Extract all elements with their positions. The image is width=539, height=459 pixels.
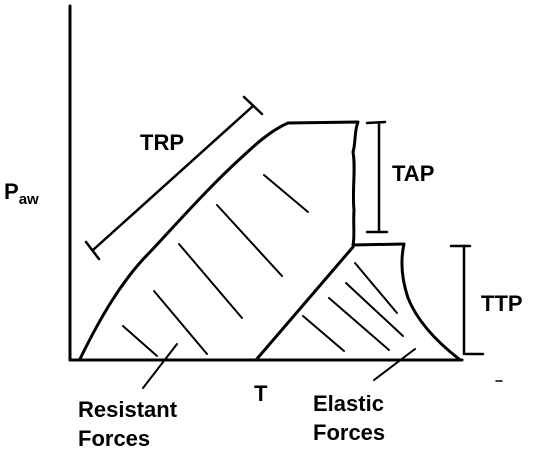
trp-bracket-end-lower bbox=[84, 240, 101, 261]
y-axis-label-subscript: aw bbox=[19, 191, 39, 208]
trp-label: TRP bbox=[140, 130, 184, 155]
hatch-line bbox=[178, 243, 243, 319]
elastic-pointer bbox=[373, 348, 416, 381]
y-axis-label: Paw bbox=[4, 179, 39, 208]
ttp-label: TTP bbox=[481, 291, 523, 316]
hatch-line bbox=[122, 325, 158, 357]
resistant-pointer bbox=[142, 343, 178, 389]
elastic-forces-label-line2: Forces bbox=[313, 420, 385, 445]
tap-bracket-top bbox=[365, 120, 387, 125]
trp-bracket-line bbox=[91, 104, 255, 252]
hatch-line bbox=[153, 290, 208, 355]
hatch-line bbox=[302, 315, 345, 352]
hatch-line bbox=[345, 282, 404, 337]
hatch-line bbox=[354, 262, 398, 314]
y-axis-label-main: P bbox=[4, 179, 19, 204]
resistant-forces-label-line2: Forces bbox=[78, 426, 150, 451]
tap-label: TAP bbox=[392, 161, 434, 186]
resistant-forces-label-line1: Resistant bbox=[78, 397, 178, 422]
hatch-line bbox=[216, 204, 283, 277]
trp-bracket-end-upper bbox=[242, 95, 264, 116]
hatch-line bbox=[328, 297, 390, 351]
pressure-curve bbox=[78, 120, 461, 361]
resistant-hatching bbox=[122, 174, 309, 357]
elastic-hatching bbox=[302, 262, 404, 352]
division-line bbox=[254, 245, 355, 362]
hatch-line bbox=[263, 174, 309, 213]
elastic-forces-label-line1: Elastic bbox=[313, 391, 384, 416]
x-axis-label: T bbox=[254, 381, 268, 406]
